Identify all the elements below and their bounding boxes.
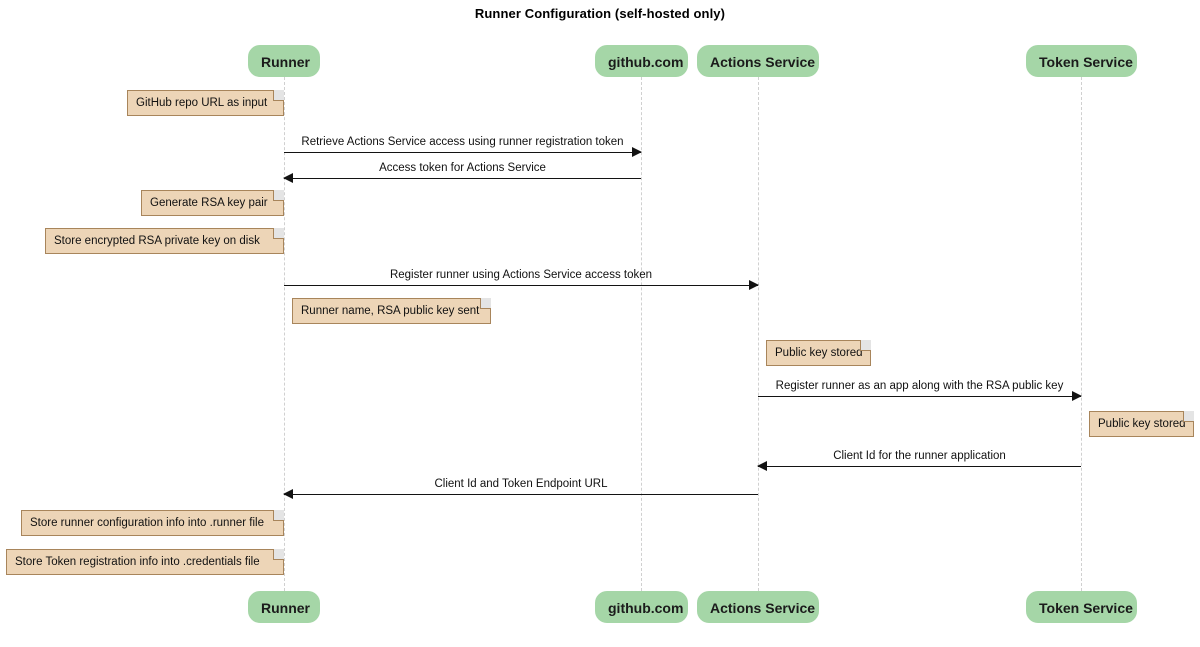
note-text: Generate RSA key pair <box>150 197 268 209</box>
message-line <box>284 494 758 495</box>
note-fold-corner-icon <box>480 298 491 309</box>
note-fold-corner-icon <box>273 190 284 201</box>
note-text: Public key stored <box>1098 418 1186 430</box>
note-fold-corner-icon <box>273 510 284 521</box>
note-note-4: Runner name, RSA public key sent <box>292 298 491 324</box>
arrow-head-left-icon <box>283 489 293 499</box>
message-line <box>758 396 1081 397</box>
arrow-head-right-icon <box>632 147 642 157</box>
note-fold-corner-icon <box>273 549 284 560</box>
note-fold-corner-icon <box>860 340 871 351</box>
note-text: Store runner configuration info into .ru… <box>30 517 264 529</box>
note-text: Public key stored <box>775 347 863 359</box>
participant-github-top[interactable]: github.com <box>595 45 688 77</box>
message-label: Register runner as an app along with the… <box>775 380 1064 392</box>
message-line <box>284 178 641 179</box>
message-label: Register runner using Actions Service ac… <box>389 269 653 281</box>
message-label: Client Id and Token Endpoint URL <box>434 478 608 490</box>
arrow-head-right-icon <box>749 280 759 290</box>
note-text: Store Token registration info into .cred… <box>15 556 260 568</box>
lifeline-runner <box>284 77 285 591</box>
note-fold-corner-icon <box>1183 411 1194 422</box>
participant-runner-top[interactable]: Runner <box>248 45 320 77</box>
lifeline-actions <box>758 77 759 591</box>
note-note-7: Store runner configuration info into .ru… <box>21 510 284 536</box>
note-note-2: Generate RSA key pair <box>141 190 284 216</box>
note-note-5: Public key stored <box>766 340 871 366</box>
message-line <box>284 152 641 153</box>
arrow-head-right-icon <box>1072 391 1082 401</box>
note-text: Runner name, RSA public key sent <box>301 305 480 317</box>
participant-github-bottom[interactable]: github.com <box>595 591 688 623</box>
note-note-8: Store Token registration info into .cred… <box>6 549 284 575</box>
note-fold-corner-icon <box>273 228 284 239</box>
message-line <box>758 466 1081 467</box>
page-title: Runner Configuration (self-hosted only) <box>474 6 726 21</box>
note-fold-corner-icon <box>273 90 284 101</box>
participant-runner-bottom[interactable]: Runner <box>248 591 320 623</box>
participant-token-bottom[interactable]: Token Service <box>1026 591 1137 623</box>
arrow-head-left-icon <box>757 461 767 471</box>
note-note-3: Store encrypted RSA private key on disk <box>45 228 284 254</box>
message-label: Client Id for the runner application <box>833 450 1006 462</box>
note-note-6: Public key stored <box>1089 411 1194 437</box>
message-label: Retrieve Actions Service access using ru… <box>301 136 624 148</box>
participant-actions-bottom[interactable]: Actions Service <box>697 591 819 623</box>
lifeline-github <box>641 77 642 591</box>
message-line <box>284 285 758 286</box>
arrow-head-left-icon <box>283 173 293 183</box>
participant-actions-top[interactable]: Actions Service <box>697 45 819 77</box>
note-note-1: GitHub repo URL as input <box>127 90 284 116</box>
note-text: GitHub repo URL as input <box>136 97 268 109</box>
participant-token-top[interactable]: Token Service <box>1026 45 1137 77</box>
lifeline-token <box>1081 77 1082 591</box>
note-text: Store encrypted RSA private key on disk <box>54 235 260 247</box>
message-label: Access token for Actions Service <box>379 162 546 174</box>
